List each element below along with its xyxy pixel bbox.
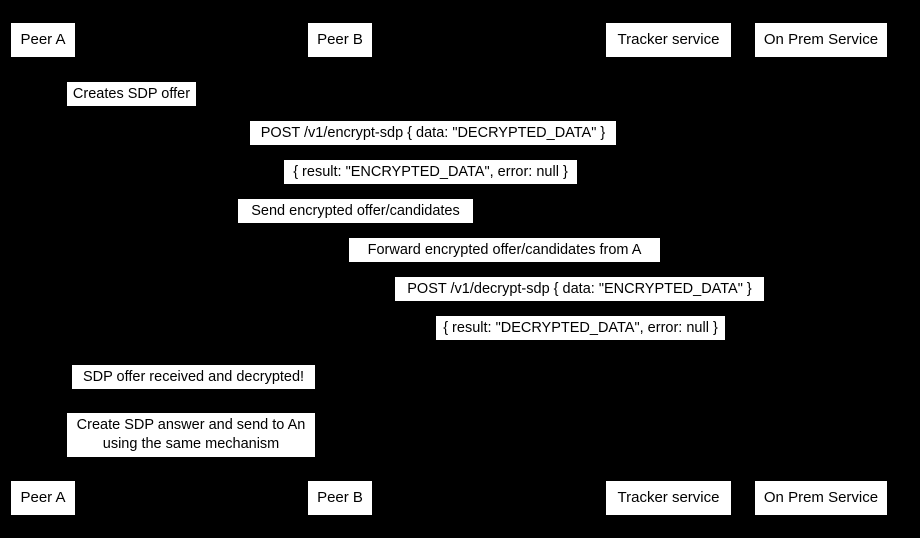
message-arrow-create-sdp-answer [43,454,341,462]
participant-header-on-prem-service[interactable]: On Prem Service [754,22,888,58]
lifeline-tracker [668,58,669,480]
message-label-sdp-offer-received: SDP offer received and decrypted! [72,365,315,389]
participant-header-tracker-service[interactable]: Tracker service [605,22,732,58]
message-label-post-decrypt-sdp: POST /v1/decrypt-sdp { data: "ENCRYPTED_… [395,277,764,301]
lifeline-peer-b [340,58,341,480]
message-label-create-sdp-answer-line-1: Create SDP answer and send to An [76,417,306,433]
participant-header-peer-a[interactable]: Peer A [10,22,76,58]
message-arrow-post-encrypt-sdp [43,143,822,151]
participant-footer-peer-b[interactable]: Peer B [307,480,373,516]
lifeline-peer-a [43,58,44,480]
message-label-forward-encrypted-offer: Forward encrypted offer/candidates from … [349,238,660,262]
participant-footer-tracker-service[interactable]: Tracker service [605,480,732,516]
participant-footer-on-prem-service[interactable]: On Prem Service [754,480,888,516]
participant-header-peer-b[interactable]: Peer B [307,22,373,58]
message-label-create-sdp-answer-line-2: using the same mechanism [102,436,280,452]
lifeline-on-prem [821,58,822,480]
message-arrow-post-decrypt-sdp [340,299,822,307]
message-arrow-encrypted-data-result [42,182,821,190]
message-label-decrypted-data-result: { result: "DECRYPTED_DATA", error: null … [436,316,725,340]
message-label-encrypted-data-result: { result: "ENCRYPTED_DATA", error: null … [284,160,577,184]
message-label-send-encrypted-offer: Send encrypted offer/candidates [238,199,473,223]
message-arrow-forward-encrypted-offer [339,260,668,268]
message-label-post-encrypt-sdp: POST /v1/encrypt-sdp { data: "DECRYPTED_… [250,121,616,145]
message-arrow-decrypted-data-result [339,338,821,346]
participant-footer-peer-a[interactable]: Peer A [10,480,76,516]
message-arrow-send-encrypted-offer [43,221,669,229]
message-label-create-sdp-answer: Create SDP answer and send to An using t… [67,413,315,457]
message-label-creates-sdp-offer: Creates SDP offer [67,82,196,106]
message-arrow-sdp-offer-received [42,387,340,395]
